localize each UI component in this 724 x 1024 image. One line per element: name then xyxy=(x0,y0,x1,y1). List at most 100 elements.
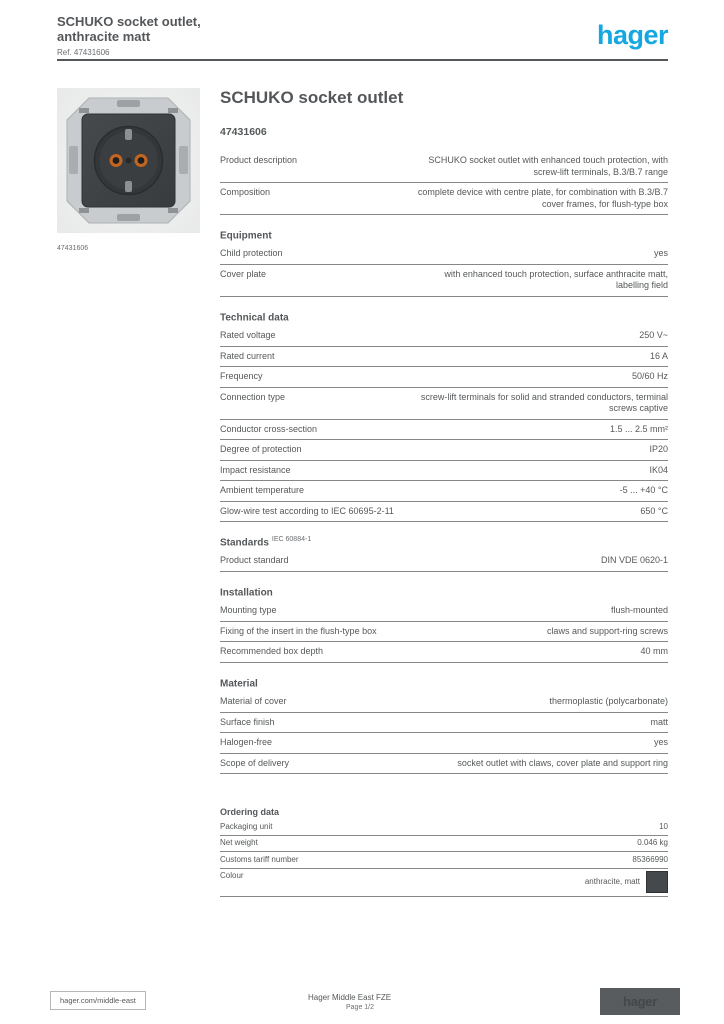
spec-row-value: 10 xyxy=(659,821,668,831)
spec-row-label: Net weight xyxy=(220,838,258,848)
spec-row-value: 650 °C xyxy=(640,505,668,516)
spec-row-value: complete device with centre plate, for c… xyxy=(417,187,668,209)
spec-section-heading: Technical data xyxy=(220,312,289,324)
spec-row-value: 40 mm xyxy=(640,646,668,657)
spec-row-value: socket outlet with claws, cover plate an… xyxy=(457,757,668,768)
spec-row-label: Child protection xyxy=(220,248,283,259)
frame-notch-br xyxy=(168,208,178,213)
spec-row: Frequency 50/60 Hz xyxy=(220,367,668,388)
header: SCHUKO socket outlet, anthracite matt Re… xyxy=(57,14,477,57)
spec-row: Rated voltage 250 V~ xyxy=(220,326,668,347)
spec-section: Installation Mounting type flush-mounted… xyxy=(220,586,668,663)
spec-section: Equipment Child protection yes Cover pla… xyxy=(220,229,668,297)
spec-row-label: Product description xyxy=(220,155,298,165)
spec-row: Glow-wire test according to IEC 60695-2-… xyxy=(220,502,668,523)
spec-row: Connection type screw-lift terminals for… xyxy=(220,388,668,420)
spec-row-value: 16 A xyxy=(649,350,668,361)
spec-row-label: Conductor cross-section xyxy=(220,423,318,434)
spec-row-value: SCHUKO socket outlet with enhanced touch… xyxy=(428,155,668,177)
spec-row-value: screw-lift terminals for solid and stran… xyxy=(420,391,668,414)
spec-row-value: claws and support-ring screws xyxy=(546,625,668,636)
spec-section: Technical data Rated voltage 250 V~ Rate… xyxy=(220,311,668,523)
spec-row-label: Impact resistance xyxy=(220,464,291,475)
footer-page-number: Page 1/2 xyxy=(346,1004,375,1011)
spec-row-label: Material of cover xyxy=(220,696,287,707)
spec-row-label: Recommended box depth xyxy=(220,646,324,657)
product-title: SCHUKO socket outlet xyxy=(220,88,404,107)
spec-row-value: 0.046 kg xyxy=(637,838,668,848)
header-divider xyxy=(57,59,668,61)
spec-row: Material of cover thermoplastic (polycar… xyxy=(220,692,668,713)
centre-screw xyxy=(125,157,132,164)
spec-row-value: anthracite, matt xyxy=(585,871,668,894)
spec-row-label: Degree of protection xyxy=(220,444,302,455)
spec-row-value: -5 ... +40 °C xyxy=(619,485,668,496)
pin-hole-right xyxy=(137,157,145,164)
spec-row-value: IP20 xyxy=(649,444,668,455)
spec-row: Customs tariff number 85366990 xyxy=(220,852,668,869)
spec-row-value: DIN VDE 0620-1 xyxy=(600,555,668,566)
spec-row-label: Cover plate xyxy=(220,268,267,279)
spec-row: Colour anthracite, matt xyxy=(220,869,668,897)
spec-row-label: Surface finish xyxy=(220,716,275,727)
spec-row-value: 1.5 ... 2.5 mm² xyxy=(609,423,668,434)
hager-logo: hager xyxy=(596,20,669,50)
frame-notch-tr xyxy=(168,108,178,113)
footer-company: Hager Middle East FZE Page 1/2 xyxy=(308,993,391,1011)
spec-column: SCHUKO socket outlet 47431606 Product de… xyxy=(220,88,668,897)
spec-row-value: IK04 xyxy=(649,464,668,475)
bottom-screw-slot xyxy=(117,214,140,221)
spec-row-label: Packaging unit xyxy=(220,821,273,831)
footer-website-link[interactable]: hager.com/middle-east xyxy=(50,991,146,1010)
spec-row: Degree of protection IP20 xyxy=(220,440,668,461)
pin-hole-left xyxy=(112,157,120,164)
spec-section-heading: Material xyxy=(220,678,258,690)
spec-section-rows: Product standard DIN VDE 0620-1 xyxy=(220,551,668,572)
spec-section: Material Material of cover thermoplastic… xyxy=(220,677,668,775)
spec-section: Ordering data Packaging unit 10 Net weig… xyxy=(220,806,668,897)
spec-row: Ambient temperature -5 ... +40 °C xyxy=(220,481,668,502)
left-claw xyxy=(69,146,78,174)
spec-section-heading: Ordering data xyxy=(220,807,280,818)
spec-row-value: 50/60 Hz xyxy=(631,371,668,382)
spec-row: Conductor cross-section 1.5 ... 2.5 mm² xyxy=(220,420,668,441)
frame-notch-tl xyxy=(79,108,89,113)
spec-section-rows: Packaging unit 10 Net weight 0.046 kg Cu… xyxy=(220,819,668,897)
spec-row-label: Scope of delivery xyxy=(220,757,290,768)
spec-row-value: with enhanced touch protection, surface … xyxy=(444,268,668,291)
spec-row: Composition complete device with centre … xyxy=(220,183,668,215)
spec-row: Scope of delivery socket outlet with cla… xyxy=(220,754,668,775)
colour-swatch xyxy=(646,871,668,894)
spec-row: Packaging unit 10 xyxy=(220,819,668,836)
spec-row-label: Composition xyxy=(220,187,271,197)
spec-row-label: Mounting type xyxy=(220,605,277,616)
spec-row: Halogen-free yes xyxy=(220,733,668,754)
footer-company-name: Hager Middle East FZE xyxy=(308,993,392,1002)
spec-row-label: Product standard xyxy=(220,555,289,566)
spec-section: Product description SCHUKO socket outlet… xyxy=(220,151,668,215)
spec-row: Surface finish matt xyxy=(220,713,668,734)
top-screw-slot xyxy=(117,100,140,107)
spec-section-heading: Installation xyxy=(220,587,273,599)
spec-section-rows: Product description SCHUKO socket outlet… xyxy=(220,151,668,215)
product-image xyxy=(57,88,200,233)
spec-row: Recommended box depth 40 mm xyxy=(220,642,668,663)
spec-sections: Product description SCHUKO socket outlet… xyxy=(220,151,668,897)
header-title-line2: anthracite matt xyxy=(57,28,151,44)
spec-row: Product standard DIN VDE 0620-1 xyxy=(220,551,668,572)
spec-row: Mounting type flush-mounted xyxy=(220,601,668,622)
spec-row: Child protection yes xyxy=(220,244,668,265)
spec-row-label: Glow-wire test according to IEC 60695-2-… xyxy=(220,505,394,516)
spec-row-value: 250 V~ xyxy=(639,330,668,341)
product-reference: 47431606 xyxy=(220,126,267,138)
spec-row: Rated current 16 A xyxy=(220,347,668,368)
spec-row-label: Customs tariff number xyxy=(220,854,299,864)
earth-contact-bottom xyxy=(125,181,132,192)
header-reference: Ref. 47431606 xyxy=(57,48,110,57)
spec-row: Fixing of the insert in the flush-type b… xyxy=(220,622,668,643)
spec-row-label: Rated current xyxy=(220,350,275,361)
spec-row: Cover plate with enhanced touch protecti… xyxy=(220,265,668,297)
spec-row: Product description SCHUKO socket outlet… xyxy=(220,151,668,183)
